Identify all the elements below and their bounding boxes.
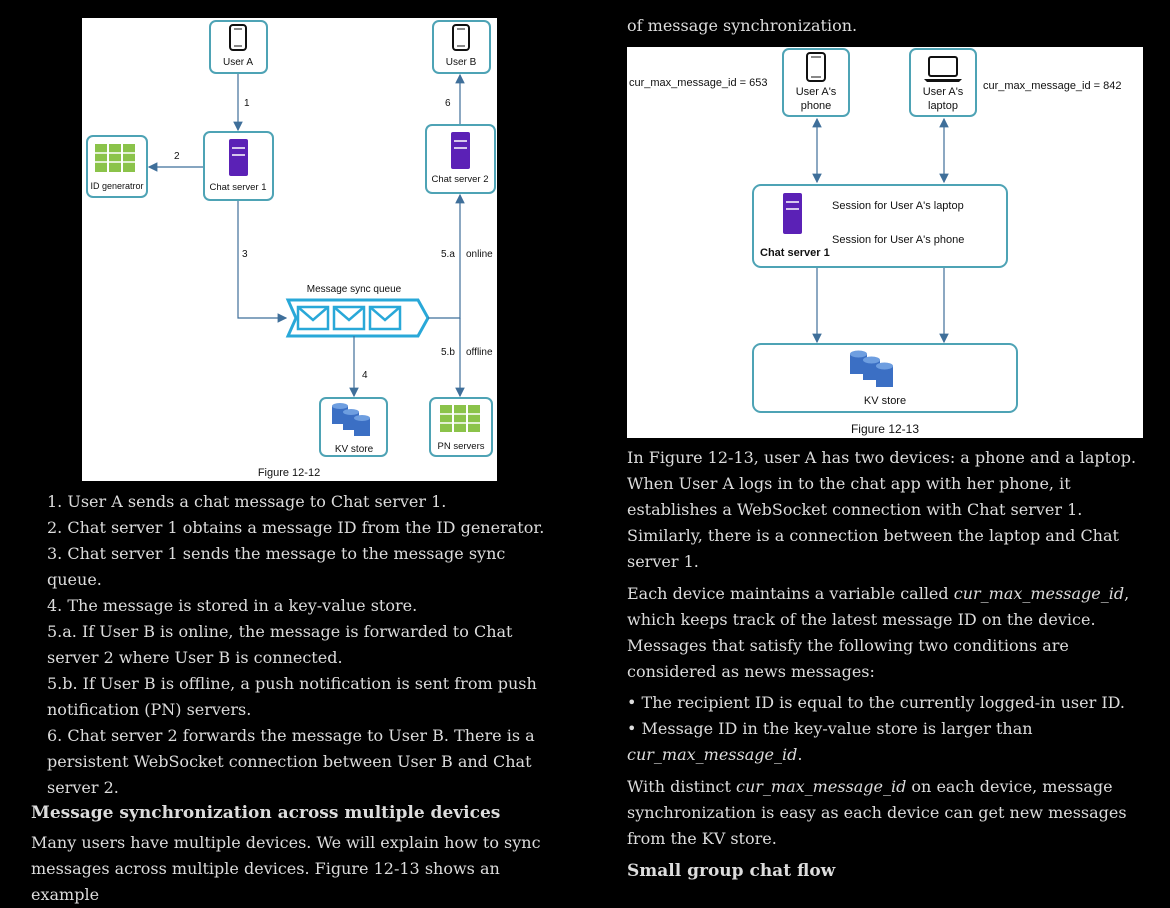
server-icon — [451, 132, 470, 169]
edge-4: 4 — [349, 336, 368, 398]
session-laptop-label: Session for User A's laptop — [832, 200, 964, 212]
database-icon — [850, 350, 893, 387]
left-text-column: 1. User A sends a chat message to Chat s… — [47, 489, 557, 801]
step-item: 2. Chat server 1 obtains a message ID fr… — [47, 518, 545, 537]
laptop-icon — [924, 56, 962, 82]
server-cluster-icon — [440, 405, 480, 432]
step-item: 4. The message is stored in a key-value … — [47, 596, 418, 615]
bullet-item: • Message ID in the key-value store is l… — [627, 719, 1033, 764]
step-item: 6. Chat server 2 forwards the message to… — [47, 726, 535, 797]
envelope-icon — [332, 305, 366, 331]
svg-text:3: 3 — [242, 249, 248, 260]
phone-icon — [806, 52, 826, 82]
right-text-column: In Figure 12-13, user A has two devices:… — [627, 445, 1147, 884]
server-cluster-icon — [95, 144, 135, 172]
phone-icon — [229, 24, 247, 51]
user-a-laptop-node: User A's laptop — [909, 48, 977, 117]
kv-store-label: KV store — [864, 395, 906, 407]
figure-12-12-caption: Figure 12-12 — [258, 467, 320, 479]
svg-text:1: 1 — [244, 98, 250, 109]
variable-name: cur_max_message_id — [627, 745, 798, 764]
chat-server-1-node: Chat server 1 — [203, 131, 274, 201]
queue-label: Message sync queue — [307, 284, 402, 295]
bullet-item: • The recipient ID is equal to the curre… — [627, 693, 1125, 712]
server-icon — [783, 193, 802, 234]
phone-icon — [452, 24, 470, 51]
id-generator-label: ID generatror — [90, 181, 143, 191]
message-queue-icon — [285, 298, 430, 338]
id-generator-node: ID generatror — [86, 135, 148, 198]
step-item: 5.a. If User B is online, the message is… — [47, 622, 513, 667]
small-group-heading: Small group chat flow — [627, 861, 836, 881]
server-icon — [229, 139, 248, 176]
chat-server-1-label: Chat server 1 — [209, 182, 266, 193]
edge-5b: 5.b offline — [441, 318, 493, 398]
step-item: 1. User A sends a chat message to Chat s… — [47, 492, 447, 511]
chat-server-1-node: Session for User A's laptop Session for … — [752, 184, 1008, 268]
section-heading: Message synchronization across multiple … — [31, 803, 501, 823]
figure-12-13: User A's phone cur_max_message_id = 653 … — [627, 47, 1143, 438]
intro-paragraph: Many users have multiple devices. We wil… — [31, 833, 541, 904]
variable-name: cur_max_message_id — [736, 777, 907, 796]
user-a-phone-node: User A's phone — [782, 48, 850, 117]
svg-text:6: 6 — [445, 98, 451, 109]
laptop-label-line1: User A's — [923, 86, 964, 98]
svg-text:offline: offline — [466, 347, 493, 358]
svg-text:4: 4 — [362, 370, 368, 381]
phone-label-line1: User A's — [796, 86, 837, 98]
kv-store-label: KV store — [335, 444, 374, 455]
database-icon — [332, 403, 370, 436]
edge-1: 1 — [233, 74, 250, 132]
chat-server-2-label: Chat server 2 — [431, 174, 488, 185]
figure-12-12: User A User B Chat server 1 — [82, 18, 497, 481]
step-item: 5.b. If User B is offline, a push notifi… — [47, 674, 537, 719]
step-item: 3. Chat server 1 sends the message to th… — [47, 544, 506, 589]
edge-5a: 5.a online — [428, 193, 493, 319]
session-phone-label: Session for User A's phone — [832, 234, 964, 246]
svg-text:5.a: 5.a — [441, 249, 455, 260]
kv-store-node: KV store — [752, 343, 1018, 413]
laptop-cur-max-label: cur_max_message_id = 842 — [983, 80, 1122, 92]
kv-store-node: KV store — [319, 397, 388, 457]
section-block: Message synchronization across multiple … — [31, 800, 551, 908]
user-b-node: User B — [432, 20, 491, 74]
edge-2: 2 — [147, 151, 203, 172]
envelope-icon — [296, 305, 330, 331]
edge-6: 6 — [445, 73, 465, 124]
chat-server-2-node: Chat server 2 — [425, 124, 496, 194]
phone-label-line2: phone — [801, 100, 832, 112]
chat-server-1-label: Chat server 1 — [760, 247, 830, 259]
laptop-label-line2: laptop — [928, 100, 958, 112]
svg-text:5.b: 5.b — [441, 347, 455, 358]
user-a-node: User A — [209, 20, 268, 74]
figure13-paragraph: In Figure 12-13, user A has two devices:… — [627, 448, 1137, 571]
svg-text:2: 2 — [174, 151, 180, 162]
figure-12-13-caption: Figure 12-13 — [851, 422, 919, 436]
device-paragraph: Each device maintains a variable called … — [627, 584, 1130, 681]
svg-text:online: online — [466, 249, 493, 260]
pn-servers-label: PN servers — [438, 441, 485, 452]
edge-3: 3 — [237, 201, 288, 323]
user-b-label: User B — [446, 57, 477, 68]
envelope-icon — [368, 305, 402, 331]
variable-name: cur_max_message_id — [953, 584, 1125, 603]
phone-cur-max-label: cur_max_message_id = 653 — [629, 77, 768, 89]
distinct-paragraph: With distinct cur_max_message_id on each… — [627, 777, 1127, 848]
user-a-label: User A — [223, 57, 253, 68]
pn-servers-node: PN servers — [429, 397, 493, 457]
intro-continuation: of message synchronization. — [627, 16, 858, 35]
